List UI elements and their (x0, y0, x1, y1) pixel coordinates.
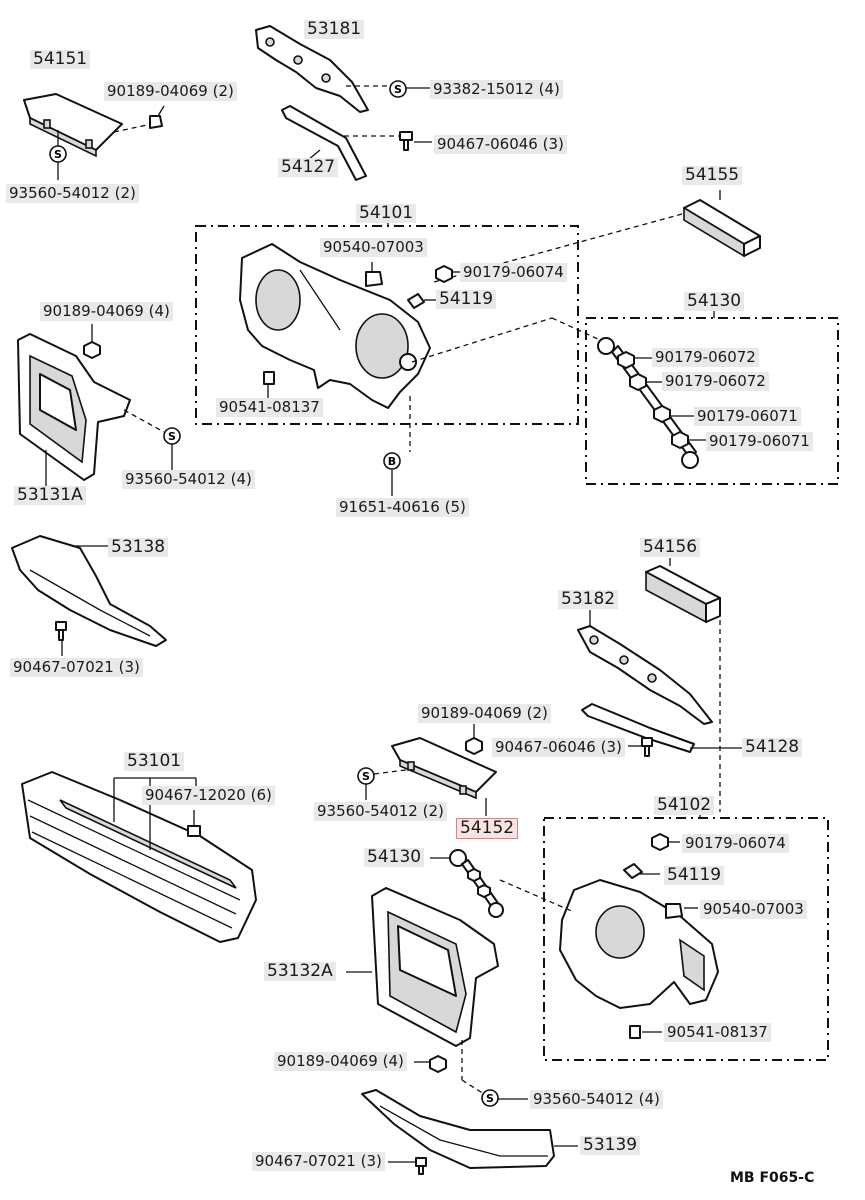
label-54130: 54130 (364, 848, 425, 867)
svg-text:S: S (362, 770, 370, 783)
bolt-90467-icon (399, 131, 413, 151)
label-90189-04069-4: 90189-04069 (4) (40, 302, 173, 321)
clip-90540-icon (665, 903, 683, 919)
part-54156-block (645, 565, 721, 624)
nut-90189-icon (149, 115, 163, 129)
bolt-90467-icon (641, 737, 653, 757)
nut-90189-icon (429, 1055, 447, 1073)
label-54130: 54130 (684, 292, 745, 311)
clip-90467-icon (187, 825, 201, 837)
part-54102-support (559, 879, 719, 1009)
svg-text:S: S (394, 83, 402, 96)
clip-90540-icon (365, 271, 383, 287)
label-90179-06072: 90179-06072 (662, 372, 769, 391)
label-54152-highlighted: 54152 (456, 818, 519, 839)
label-54155: 54155 (682, 166, 743, 185)
part-54152-plate (391, 737, 497, 800)
label-93560-54012-4: 93560-54012 (4) (122, 470, 255, 489)
label-93560-54012-4: 93560-54012 (4) (530, 1090, 663, 1109)
label-93560-54012-2: 93560-54012 (2) (6, 184, 139, 203)
label-93560-54012-2: 93560-54012 (2) (314, 802, 447, 821)
part-54151-plate (23, 93, 123, 158)
nut-90189-icon (465, 737, 483, 755)
b-symbol-icon: B (383, 452, 401, 470)
label-90189-04069-2: 90189-04069 (2) (418, 704, 551, 723)
svg-text:S: S (168, 430, 176, 443)
label-54127: 54127 (278, 158, 339, 177)
bolt-54119-icon (407, 293, 425, 309)
part-53182-bracket (577, 625, 713, 725)
bolt-54119-icon (623, 863, 643, 879)
label-90179-06074: 90179-06074 (682, 834, 789, 853)
label-53181: 53181 (304, 20, 365, 39)
label-90179-06074: 90179-06074 (460, 263, 567, 282)
label-90179-06071: 90179-06071 (706, 432, 813, 451)
label-90179-06071: 90179-06071 (694, 407, 801, 426)
label-54101: 54101 (356, 204, 417, 223)
label-53182: 53182 (558, 590, 619, 609)
part-54101-support (239, 243, 431, 409)
svg-text:S: S (486, 1092, 494, 1105)
label-93382-15012-4: 93382-15012 (4) (430, 80, 563, 99)
part-54130-rod (597, 337, 699, 469)
label-90189-04069-4: 90189-04069 (4) (274, 1052, 407, 1071)
diagram-code: MB F065-C (730, 1170, 815, 1186)
part-53132a-housing (371, 887, 499, 1047)
label-90467-07021-3: 90467-07021 (3) (10, 658, 143, 677)
part-53139-panel (361, 1089, 555, 1169)
nut-90541-icon (263, 371, 275, 385)
label-54156: 54156 (640, 538, 701, 557)
bolt-90467-icon (415, 1157, 427, 1175)
label-90467-06046-3: 90467-06046 (3) (492, 738, 625, 757)
part-53138-panel (11, 535, 167, 647)
part-54130-rod-lower (449, 849, 504, 918)
label-53132a: 53132A (264, 962, 336, 981)
label-90189-04069-2: 90189-04069 (2) (104, 82, 237, 101)
svg-text:S: S (54, 148, 62, 161)
label-90540-07003: 90540-07003 (700, 900, 807, 919)
label-90179-06072: 90179-06072 (652, 348, 759, 367)
svg-text:B: B (388, 455, 396, 468)
nut-90179-icon (435, 265, 453, 283)
nut-90541-icon (629, 1025, 641, 1039)
label-90467-07021-3: 90467-07021 (3) (252, 1152, 385, 1171)
label-54128: 54128 (742, 738, 803, 757)
part-53131a-housing (17, 333, 131, 481)
label-54151: 54151 (30, 50, 91, 69)
label-91651-40616-5: 91651-40616 (5) (336, 498, 469, 517)
label-90467-06046-3: 90467-06046 (3) (434, 135, 567, 154)
label-54119: 54119 (436, 290, 497, 309)
part-53181-bracket (255, 25, 369, 113)
label-54102: 54102 (654, 796, 715, 815)
label-90541-08137: 90541-08137 (216, 398, 323, 417)
label-90467-12020-6: 90467-12020 (6) (142, 786, 275, 805)
label-53138: 53138 (108, 538, 169, 557)
part-54127-strip (281, 105, 367, 181)
label-90541-08137: 90541-08137 (664, 1023, 771, 1042)
part-54155-block (683, 199, 761, 258)
label-53139: 53139 (580, 1136, 641, 1155)
nut-90179-icon (651, 833, 669, 851)
part-53101-grille (21, 771, 257, 943)
label-90540-07003: 90540-07003 (320, 238, 427, 257)
bolt-90467-icon (55, 621, 67, 641)
nut-90189-icon (83, 341, 101, 359)
label-54119: 54119 (664, 866, 725, 885)
s-symbol-icon: S (49, 145, 67, 163)
label-53101: 53101 (124, 752, 185, 771)
label-53131a: 53131A (14, 486, 86, 505)
